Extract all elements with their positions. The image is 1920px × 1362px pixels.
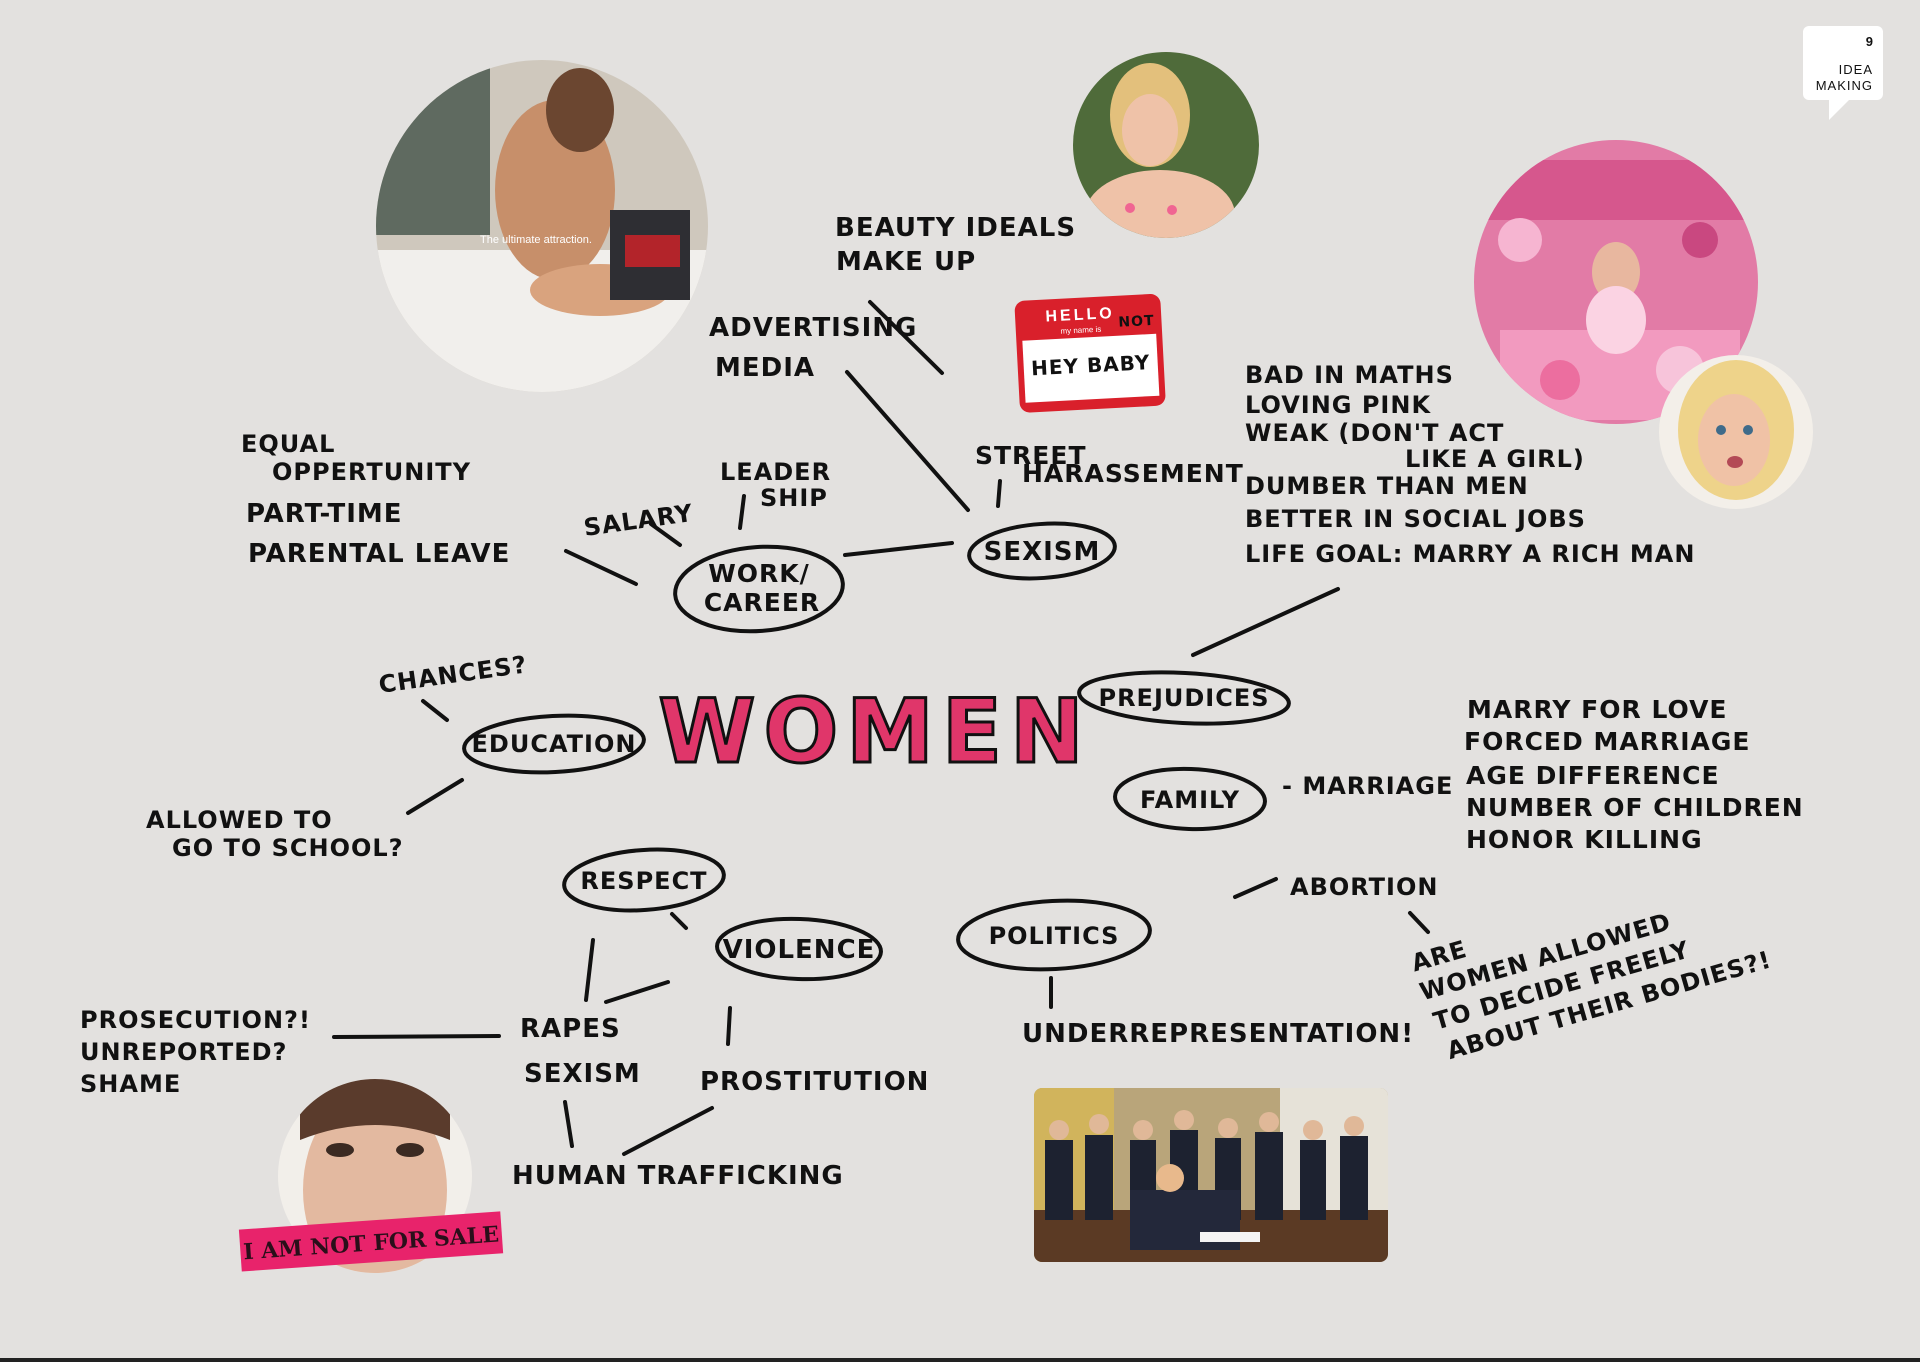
label-human-trafficking: HUMAN TRAFFICKING bbox=[512, 1161, 844, 1191]
hello-sticker: HELLO my name is NOT HEY BABY bbox=[1014, 294, 1166, 413]
link-prostitution-trafficking bbox=[622, 1106, 714, 1156]
sticker-hello: HELLO bbox=[1045, 305, 1115, 326]
work-career-outline bbox=[673, 544, 845, 634]
page-label-line1: IDEA bbox=[1838, 62, 1873, 77]
prejudice-item: DUMBER THAN MEN bbox=[1245, 472, 1529, 500]
marriage-item: AGE DIFFERENCE bbox=[1466, 761, 1720, 790]
label-prostitution: PROSTITUTION bbox=[700, 1067, 929, 1097]
link-prosecution-rapes bbox=[332, 1034, 501, 1039]
label-harassement: HARASSEMENT bbox=[1022, 459, 1244, 488]
label-equal: EQUAL bbox=[241, 430, 335, 458]
link-chances-education bbox=[421, 699, 449, 722]
connectors bbox=[332, 300, 1430, 1156]
link-respect-violence bbox=[670, 912, 688, 930]
page-label: IDEA MAKING bbox=[1816, 62, 1873, 94]
sticker-my-name-is: my name is bbox=[1060, 325, 1101, 336]
marriage-item: MARRY FOR LOVE bbox=[1467, 695, 1728, 724]
link-abortion-question bbox=[1408, 911, 1430, 934]
respect-outline bbox=[562, 847, 726, 913]
label-prosecution: PROSECUTION?! bbox=[80, 1006, 311, 1034]
marriage-item: NUMBER OF CHILDREN bbox=[1466, 793, 1804, 822]
label-work: WORK/ bbox=[708, 559, 810, 588]
woman-face-photo: I AM NOT FOR SALE bbox=[238, 1079, 504, 1273]
marriage-item: FORCED MARRIAGE bbox=[1464, 727, 1750, 756]
link-education-school bbox=[406, 778, 464, 815]
label-sexism: SEXISM bbox=[984, 537, 1101, 567]
label-respect: RESPECT bbox=[580, 867, 707, 895]
sticker-not: NOT bbox=[1118, 313, 1155, 331]
link-sexism-work bbox=[843, 541, 954, 557]
prejudice-item: BETTER IN SOCIAL JOBS bbox=[1245, 505, 1586, 533]
link-violence-prostitution bbox=[726, 1006, 732, 1046]
label-oppertunity: OPPERTUNITY bbox=[272, 458, 471, 486]
link-beauty-advertising bbox=[868, 300, 944, 375]
prejudice-item: BAD IN MATHS bbox=[1245, 361, 1454, 389]
label-career: CAREER bbox=[704, 588, 820, 617]
ad-couple-photo: The ultimate attraction. bbox=[376, 60, 708, 392]
woman-lying-photo bbox=[1073, 52, 1259, 238]
link-salary-work bbox=[649, 522, 682, 547]
link-respect-rapes bbox=[584, 938, 595, 1002]
link-street-sexism bbox=[996, 479, 1002, 508]
label-street: STREET bbox=[975, 441, 1087, 470]
link-family-abortion bbox=[1233, 877, 1278, 899]
violence-outline bbox=[715, 916, 883, 982]
politics-outline bbox=[956, 898, 1152, 972]
label-part-time: PART-TIME bbox=[246, 499, 403, 529]
label-ship: SHIP bbox=[760, 484, 828, 512]
bottom-border bbox=[0, 1358, 1920, 1362]
page-number: 9 bbox=[1865, 34, 1873, 49]
label-prejudices: PREJUDICES bbox=[1098, 684, 1269, 712]
page-tag: 9 IDEA MAKING bbox=[1803, 26, 1883, 120]
label-politics: POLITICS bbox=[989, 922, 1120, 950]
prejudice-item: LIFE GOAL: MARRY A RICH MAN bbox=[1245, 540, 1695, 568]
label-sexism-lower: SEXISM bbox=[524, 1059, 641, 1089]
label-underrepresentation: UNDERREPRESENTATION! bbox=[1022, 1019, 1414, 1049]
blonde-woman-photo bbox=[1659, 355, 1813, 509]
label-beauty-ideals: BEAUTY IDEALS bbox=[835, 213, 1076, 243]
prejudices-outline bbox=[1077, 670, 1291, 726]
label-abortion: ABORTION bbox=[1290, 873, 1438, 901]
prejudice-item: LIKE A GIRL) bbox=[1405, 445, 1585, 473]
label-advertising: ADVERTISING bbox=[709, 313, 917, 343]
label-unreported: UNREPORTED? bbox=[80, 1038, 287, 1066]
link-prejudice-list bbox=[1191, 587, 1340, 657]
page-label-line2: MAKING bbox=[1815, 78, 1873, 93]
label-salary: SALARY bbox=[582, 499, 695, 542]
oval-office-photo bbox=[1034, 1088, 1388, 1262]
link-violence-rapes bbox=[604, 980, 670, 1004]
label-chances: CHANCES? bbox=[377, 650, 529, 699]
prejudice-item: LOVING PINK bbox=[1245, 391, 1431, 419]
family-outline bbox=[1113, 766, 1267, 832]
center-title: WOMEN bbox=[658, 680, 1091, 783]
label-media: MEDIA bbox=[715, 353, 815, 383]
sexism-outline bbox=[967, 521, 1117, 581]
ad-caption: The ultimate attraction. bbox=[480, 234, 592, 246]
label-violence: VIOLENCE bbox=[723, 935, 876, 965]
label-education: EDUCATION bbox=[472, 730, 637, 758]
marriage-item: HONOR KILLING bbox=[1466, 825, 1703, 854]
label-leader: LEADER bbox=[720, 458, 831, 486]
label-make-up: MAKE UP bbox=[836, 247, 976, 277]
link-equal-work bbox=[564, 549, 638, 586]
label-family: FAMILY bbox=[1140, 786, 1240, 814]
link-leadership-work bbox=[738, 494, 746, 530]
prejudice-item: WEAK (DON'T ACT bbox=[1245, 419, 1504, 447]
link-rapes-trafficking bbox=[563, 1100, 574, 1148]
label-go-to-school: GO TO SCHOOL? bbox=[172, 834, 404, 862]
label-parental-leave: PARENTAL LEAVE bbox=[248, 539, 510, 569]
label-rapes: RAPES bbox=[520, 1014, 621, 1044]
link-media-sexism bbox=[845, 370, 970, 512]
label-marriage: - MARRIAGE bbox=[1282, 772, 1453, 800]
education-outline bbox=[462, 713, 646, 775]
label-allowed-to: ALLOWED TO bbox=[146, 806, 333, 834]
label-shame: SHAME bbox=[80, 1070, 181, 1098]
